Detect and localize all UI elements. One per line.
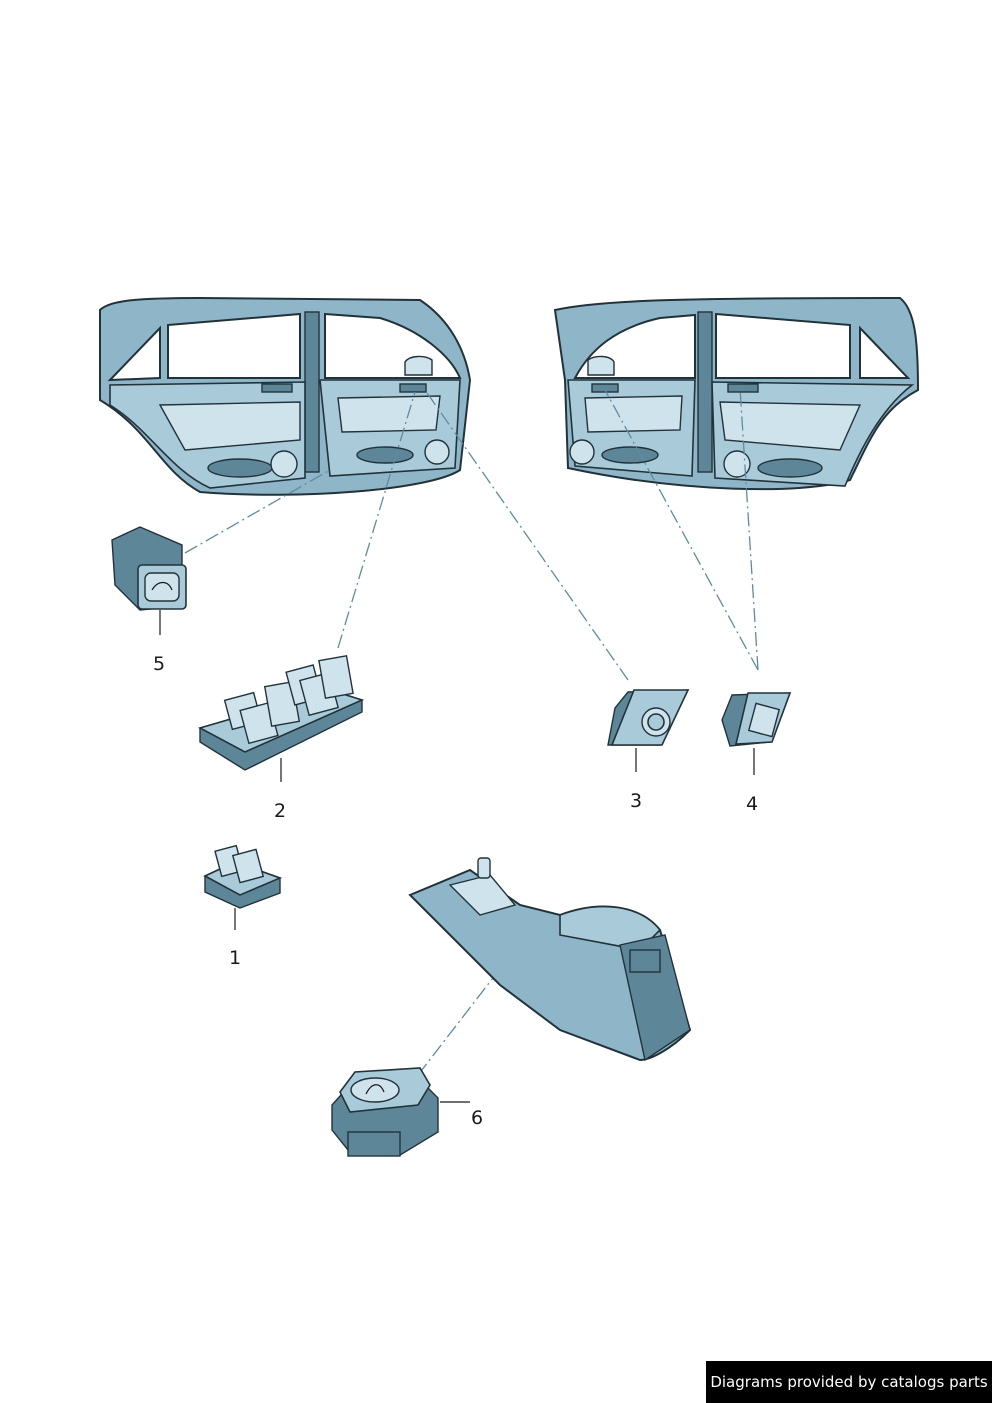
left-rear-switch-housing <box>261 383 293 393</box>
right-side-doors-illustration <box>553 296 920 491</box>
left-side-doors-illustration <box>99 296 472 496</box>
part-5-boot-release-switch[interactable] <box>111 526 187 635</box>
gear-knob <box>477 857 491 879</box>
centre-console-illustration <box>408 857 692 1062</box>
part-1-window-switch-double[interactable] <box>203 844 283 930</box>
callout-6: 6 <box>471 1107 483 1129</box>
part-3-mirror-adjust-switch[interactable] <box>607 689 690 772</box>
callout-1: 1 <box>229 947 241 969</box>
console-vent <box>629 949 661 973</box>
right-mirror <box>587 355 615 376</box>
right-b-pillar <box>697 311 713 473</box>
left-b-pillar <box>304 311 320 473</box>
right-rear-switch-housing <box>727 383 759 393</box>
right-front-switch-housing <box>591 383 619 393</box>
callout-4: 4 <box>746 793 758 815</box>
callout-2: 2 <box>274 800 286 822</box>
part-4-single-window-switch[interactable] <box>721 692 792 775</box>
part-6-console-switch[interactable] <box>331 1067 470 1157</box>
left-mirror <box>404 355 433 376</box>
callout-3: 3 <box>630 790 642 812</box>
part-2-window-switch-block[interactable] <box>197 655 365 782</box>
left-front-switch-housing <box>399 383 427 393</box>
callout-5: 5 <box>153 653 165 675</box>
gear-lever-boot <box>448 874 517 916</box>
watermark-banner: Diagrams provided by catalogs parts <box>706 1361 992 1403</box>
